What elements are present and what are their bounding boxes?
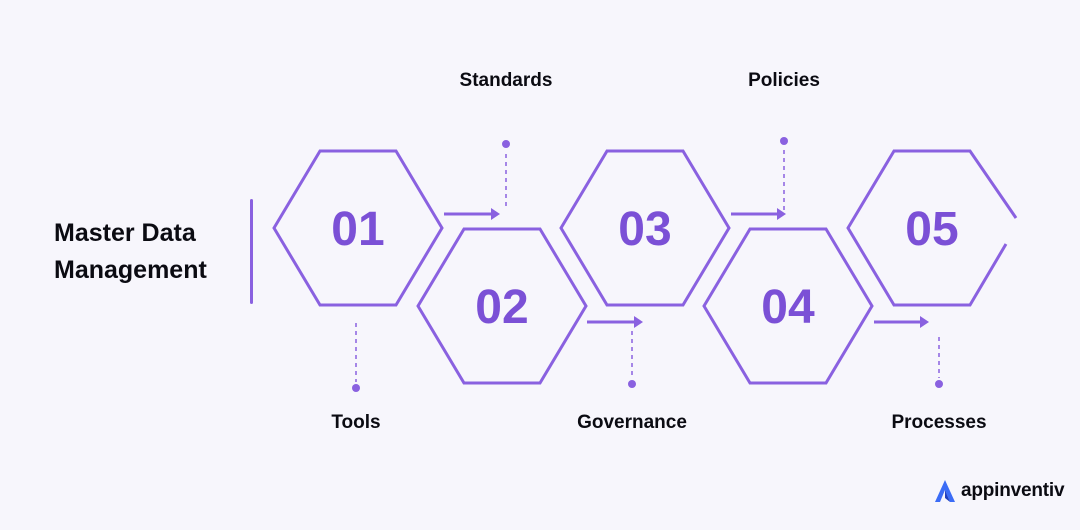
step-number-03: 03: [618, 203, 671, 256]
step-label-tools: Tools: [331, 412, 380, 433]
step-number-01: 01: [331, 203, 384, 256]
step-label-governance: Governance: [577, 412, 687, 433]
step-label-standards: Standards: [460, 70, 553, 91]
step-label-policies: Policies: [748, 70, 820, 91]
leader-dot-04: [780, 137, 788, 145]
step-number-02: 02: [475, 281, 528, 334]
leader-dot-01: [352, 384, 360, 392]
diagram-title-line-2: Management: [54, 256, 207, 284]
arrow-head-1: [491, 208, 500, 220]
hexagon-step-03: [559, 149, 731, 307]
arrow-head-2: [634, 316, 643, 328]
step-label-processes: Processes: [891, 412, 986, 433]
hexagon-step-01: [272, 149, 444, 307]
brand-logo: appinventiv: [933, 478, 1065, 504]
diagram-title-line-1: Master Data: [54, 219, 196, 247]
step-number-04: 04: [761, 281, 815, 334]
leader-dot-05: [935, 380, 943, 388]
arrow-head-4: [920, 316, 929, 328]
step-number-05: 05: [905, 203, 958, 256]
title-divider: [250, 199, 253, 304]
hexagon-step-02: [416, 227, 588, 385]
appinventiv-logo-icon: [935, 480, 955, 502]
leader-dot-03: [628, 380, 636, 388]
hexagon-step-05: [846, 149, 1018, 307]
hexagon-step-04: [702, 227, 874, 385]
leader-dot-02: [502, 140, 510, 148]
brand-name: appinventiv: [961, 480, 1065, 501]
arrow-head-3: [777, 208, 786, 220]
